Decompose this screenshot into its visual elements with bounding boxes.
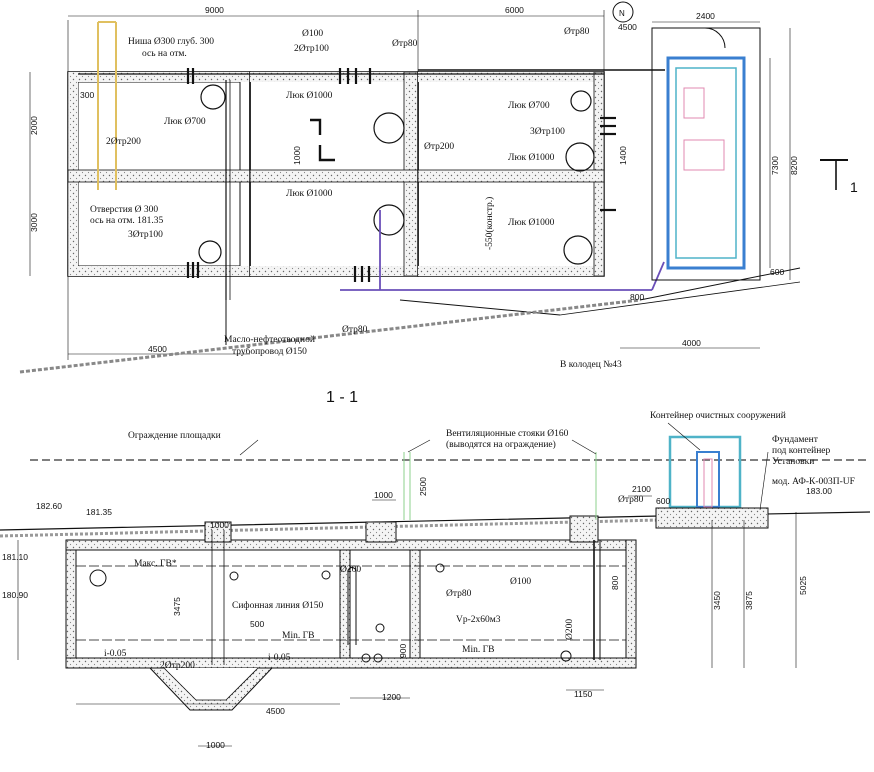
section-dim-5025: 5025 — [798, 576, 808, 595]
plan-label-oil-pipe-1: Масло-нефтеотводной — [224, 334, 315, 345]
section-elev-183: 183.00 — [806, 486, 832, 496]
plan-dim-bottom-left: 4500 — [148, 344, 167, 354]
section-label-pipe80-a: Øтр80 — [618, 495, 644, 505]
plan-hatch-700-left — [200, 84, 226, 110]
section-elev-181-10: 181.10 — [2, 552, 28, 562]
section-dim-1200: 1200 — [382, 692, 401, 702]
section-label-d100: Ø100 — [510, 577, 531, 587]
section-label-min-gv-right: Min. ГВ — [462, 645, 494, 655]
plan-label-hatch700-right: Люк Ø700 — [508, 101, 550, 111]
section-label-d200-a: Ø200 — [340, 565, 361, 575]
section-dim-1000-a: 1000 — [374, 490, 393, 500]
section-label-two-pipes-200: 2Øтр200 — [160, 661, 195, 671]
plan-dim-small-600: 600 — [770, 267, 784, 277]
plan-label-three-pipes-100-right: 3Øтр100 — [530, 127, 565, 137]
plan-label-hatch1000-b: Люк Ø1000 — [286, 189, 333, 199]
plan-dim-top-right: 6000 — [505, 5, 524, 15]
section-title: 1 - 1 — [326, 389, 358, 406]
plan-dim-container-width: 2400 — [696, 11, 715, 21]
plan-label-hatch1000-c: Люк Ø1000 — [508, 153, 555, 163]
compass-icon — [612, 1, 634, 23]
plan-dim-top-left: 9000 — [205, 5, 224, 15]
plan-hatch-700-left-bottom — [198, 240, 222, 264]
plan-label-pipe80-bottom: Øтр80 — [342, 325, 368, 335]
section-label-siphon: Сифонная линия Ø150 — [232, 600, 324, 611]
plan-hatch-1000-c — [565, 142, 595, 172]
section-label-slope-2: i-0.05 — [268, 653, 291, 663]
section-dim-3450: 3450 — [712, 591, 722, 610]
plan-label-niche: Ниша Ø300 глуб. 300 — [128, 36, 214, 47]
plan-label-hatch1000-a: Люк Ø1000 — [286, 91, 333, 101]
plan-dim-right-7300: 7300 — [770, 156, 780, 175]
plan-label-well: В колодец №43 — [560, 360, 622, 370]
section-elev-180-90: 180.90 — [2, 590, 28, 600]
plan-container — [666, 56, 746, 270]
section-dim-3875: 3875 — [744, 591, 754, 610]
plan-label-pipe80-b: Øтр80 — [564, 27, 590, 37]
plan-dim-small-1400: 1400 — [618, 146, 628, 165]
section-dim-1000-b: 1000 — [206, 740, 225, 750]
section-label-vent-2: (выводятся на ограждение) — [446, 439, 556, 450]
plan-dim-small-800: 800 — [630, 292, 644, 302]
section-label-foundation-1: Фундамент — [772, 435, 819, 445]
plan-label-three-pipes-100-left: 3Øтр100 — [128, 230, 163, 240]
section-dim-600: 600 — [656, 496, 670, 506]
plan-hatch-1000-a — [373, 112, 405, 144]
section-label-max-gv: Макс. ГВ* — [134, 559, 177, 569]
section-dim-1150: 1150 — [574, 689, 593, 699]
section-label-fence: Ограждение площадки — [128, 431, 221, 441]
section-dim-2500: 2500 — [418, 477, 428, 496]
plan-dim-left-2000: 2000 — [29, 116, 39, 135]
section-label-foundation-2: под контейнер — [772, 445, 830, 456]
plan-dim-left-3000: 3000 — [29, 213, 39, 232]
plan-dim-bottom-right: 4000 — [682, 338, 701, 348]
section-label-volume: Vр-2х60м3 — [456, 615, 501, 625]
plan-label-konstr: -550(констр.) — [484, 197, 495, 250]
plan-section-mark: 1 — [850, 179, 858, 195]
section-dim-500: 500 — [250, 619, 264, 629]
section-view: 1 - 1 — [0, 389, 871, 750]
section-elev-182-60: 182.60 — [36, 501, 62, 511]
section-dim-1000-c: 1000 — [210, 520, 229, 530]
plan-label-hatch700-left: Люк Ø700 — [164, 117, 206, 127]
plan-compass-label: N — [619, 9, 625, 18]
plan-dim-small-4500: 4500 — [618, 22, 637, 32]
plan-label-two-pipes-100: 2Øтр100 — [294, 44, 329, 54]
plan-hatch-1000-d — [563, 235, 593, 265]
plan-dim-right-8200: 8200 — [789, 156, 799, 175]
section-tank — [65, 515, 637, 711]
plan-label-pipe200: Øтр200 — [424, 142, 454, 152]
section-dim-2100: 2100 — [632, 484, 651, 494]
plan-dim-small-300: 300 — [80, 90, 94, 100]
plan-label-holes: Отверстия Ø 300 — [90, 205, 158, 215]
section-dim-4500: 4500 — [266, 706, 285, 716]
section-label-container: Контейнер очистных сооружений — [650, 410, 786, 421]
section-elev-181-35: 181.35 — [86, 507, 112, 517]
section-label-vent-1: Вентиляционные стояки Ø160 — [446, 429, 569, 439]
plan-hatch-700-right — [570, 90, 592, 112]
plan-label-niche-axis: ось на отм. — [142, 49, 187, 59]
section-label-foundation-3: Установки — [772, 457, 814, 467]
plan-label-holes-axis: ось на отм. 181.35 — [90, 216, 163, 226]
section-dim-900: 900 — [398, 644, 408, 658]
plan-label-pipe80-a: Øтр80 — [392, 39, 418, 49]
section-dim-800: 800 — [610, 576, 620, 590]
plan-view: 9000 6000 2400 4500 4000 300 800 600 450… — [19, 1, 858, 374]
section-label-slope-1: i-0.05 — [104, 649, 127, 659]
section-label-d200-b: Ø200 — [565, 619, 575, 640]
plan-hatch-1000-b — [373, 204, 405, 236]
plan-label-d100: Ø100 — [302, 29, 323, 39]
section-pipe-circle-left — [89, 569, 107, 587]
plan-label-oil-pipe-2: трубопровод Ø150 — [232, 346, 307, 357]
plan-dim-small-1000: 1000 — [292, 146, 302, 165]
section-label-min-gv-left: Min. ГВ — [282, 631, 314, 641]
plan-label-hatch1000-d: Люк Ø1000 — [508, 218, 555, 228]
section-label-pipe80-b: Øтр80 — [446, 589, 472, 599]
section-dim-3475: 3475 — [172, 597, 182, 616]
plan-label-two-pipes-200: 2Øтр200 — [106, 137, 141, 147]
section-container — [668, 435, 742, 509]
section-label-model: мод. АФ-К-003П-UF — [772, 477, 855, 487]
